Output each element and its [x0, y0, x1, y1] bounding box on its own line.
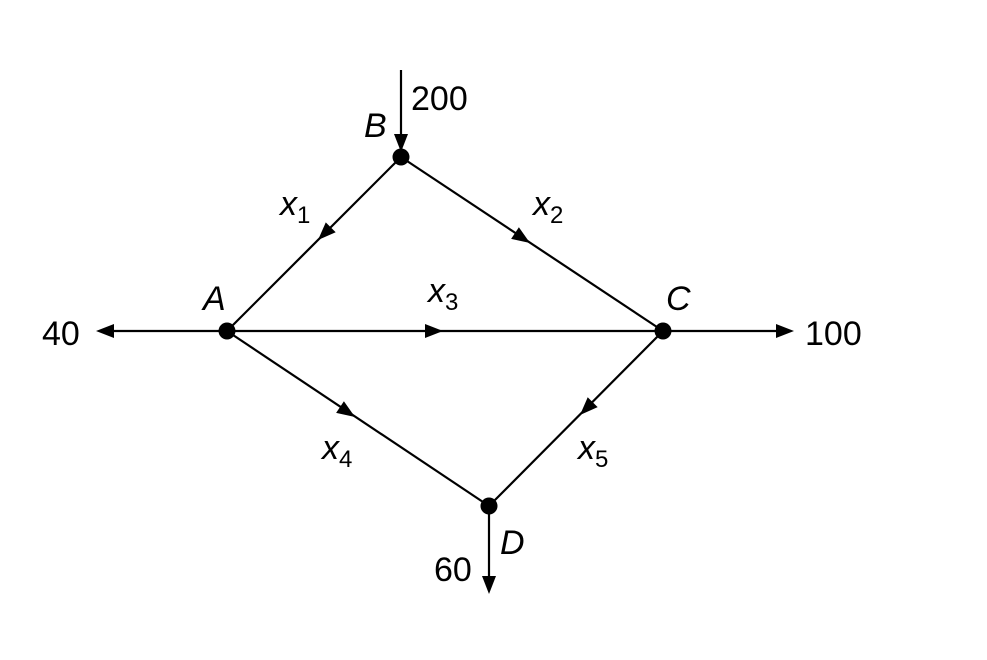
edge-x2-arrow: [511, 227, 530, 243]
outflow-a-arrow: [96, 324, 114, 338]
node-c-dot: [654, 322, 672, 340]
edge-x3-label: x3: [426, 272, 458, 316]
edge-x2-sub: 2: [550, 202, 563, 229]
edge-x3-var: x: [426, 272, 446, 310]
edge-x2-line: [400, 156, 664, 332]
inflow-b-value: 200: [411, 80, 468, 118]
edge-x1-line: [226, 156, 402, 332]
edge-x3-arrow: [425, 324, 443, 338]
edge-x1-arrow: [318, 222, 336, 240]
edge-x5-var: x: [576, 429, 596, 467]
edge-x5-sub: 5: [595, 446, 608, 473]
edge-x5-label: x5: [576, 429, 608, 473]
edge-x1-sub: 1: [297, 202, 310, 229]
node-d-label: D: [500, 524, 525, 562]
node-b-dot: [392, 148, 410, 166]
edge-x5-arrow: [580, 397, 598, 415]
edge-x4-arrow: [336, 401, 355, 417]
edge-x5-line: [488, 330, 664, 507]
outflow-c-arrow: [776, 324, 794, 338]
edge-x4-label: x4: [320, 429, 352, 473]
edge-x1-var: x: [278, 185, 298, 223]
node-d-dot: [480, 497, 498, 515]
outflow-c-value: 100: [805, 315, 862, 353]
edge-x3-sub: 3: [445, 289, 458, 316]
outflow-d-arrow: [482, 576, 496, 594]
outflow-d-value: 60: [434, 551, 472, 589]
edge-x4-sub: 4: [339, 446, 352, 473]
inflow-b-arrow: [394, 134, 408, 152]
edge-x4-line: [226, 330, 490, 507]
node-a-label: A: [201, 280, 226, 318]
edge-x4-var: x: [320, 429, 340, 467]
node-b-label: B: [364, 107, 387, 145]
outflow-a-value: 40: [42, 315, 80, 353]
edge-x2-label: x2: [531, 185, 563, 229]
node-c-label: C: [666, 280, 691, 318]
node-a-dot: [218, 322, 236, 340]
edge-x1-label: x1: [278, 185, 310, 229]
edge-x2-var: x: [531, 185, 551, 223]
